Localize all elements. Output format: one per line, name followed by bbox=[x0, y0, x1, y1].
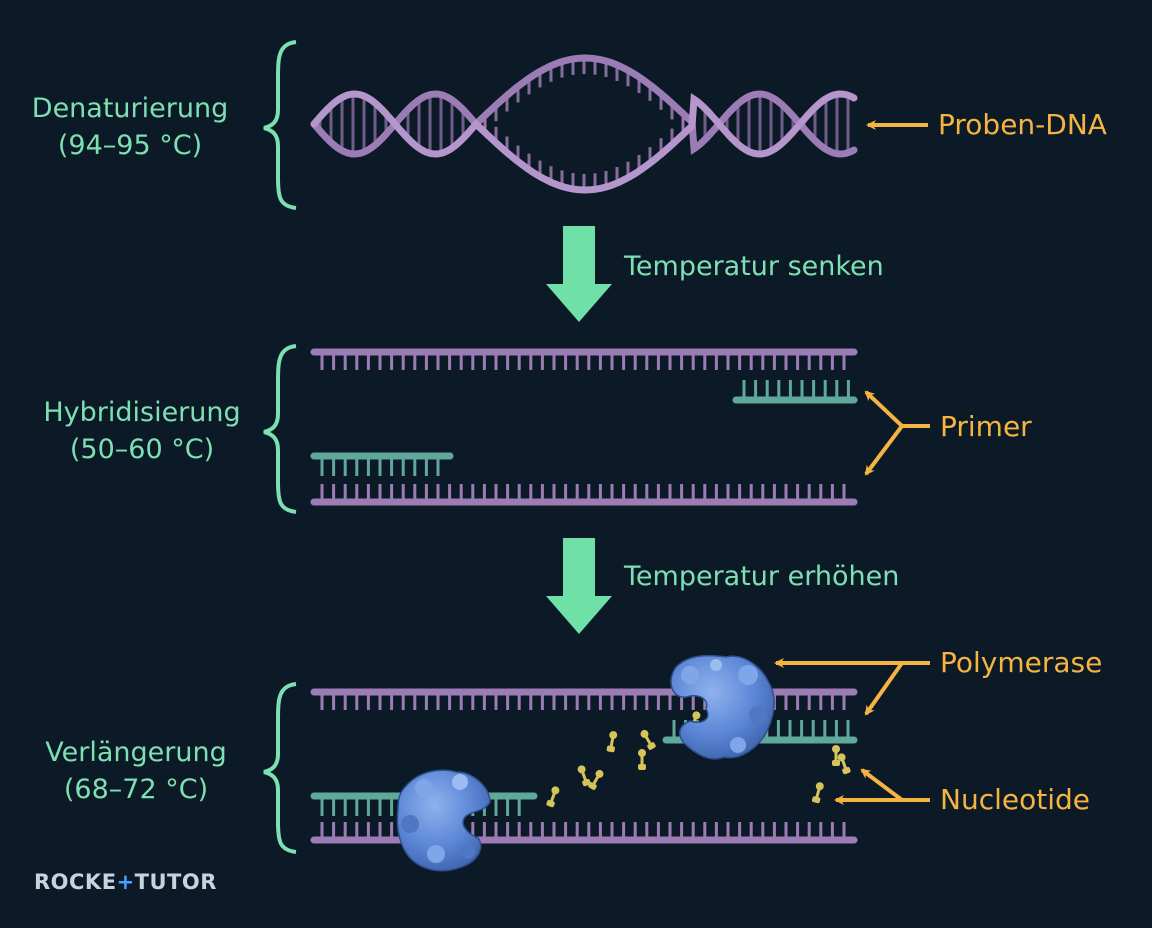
helix-strand-a bbox=[310, 54, 858, 158]
nucleotide bbox=[640, 729, 656, 750]
arrow-primer-lower bbox=[864, 424, 904, 476]
hybridization-strands bbox=[310, 348, 858, 506]
nucleotide bbox=[606, 731, 618, 753]
polymerase-upper bbox=[670, 654, 775, 760]
nucleotide bbox=[577, 765, 591, 787]
step-extension-name: Verlängerung bbox=[45, 737, 227, 768]
helix-strand-b bbox=[310, 90, 858, 194]
brace-hybridization bbox=[263, 344, 297, 514]
logo-plus: + bbox=[116, 870, 135, 894]
logo-left: ROCKE bbox=[34, 870, 117, 894]
arrow-polymerase-lower bbox=[864, 661, 904, 716]
step-denaturation-name: Denaturierung bbox=[31, 93, 229, 124]
step-extension-label: Verlängerung (68–72 °C) bbox=[16, 734, 256, 808]
step-extension-temp: (68–72 °C) bbox=[63, 774, 209, 805]
nucleotide bbox=[546, 786, 560, 808]
step-hybridization-temp: (50–60 °C) bbox=[69, 434, 215, 465]
down-arrow-2 bbox=[546, 538, 612, 634]
callout-polymerase: Polymerase bbox=[940, 646, 1103, 679]
step-denaturation-temp: (94–95 °C) bbox=[57, 130, 203, 161]
polymerase-lower bbox=[396, 769, 491, 872]
nucleotide bbox=[837, 753, 851, 775]
arrow-primer-upper bbox=[864, 390, 930, 428]
callout-nucleotide: Nucleotide bbox=[940, 783, 1090, 816]
logo-right: TUTOR bbox=[134, 870, 217, 894]
transition-lower-temperature: Temperatur senken bbox=[624, 251, 884, 282]
step-denaturation-label: Denaturierung (94–95 °C) bbox=[10, 90, 250, 164]
step-hybridization-name: Hybridisierung bbox=[43, 397, 241, 428]
nucleotide bbox=[588, 769, 604, 790]
brace-denaturation bbox=[263, 40, 297, 210]
callout-primer: Primer bbox=[940, 410, 1032, 443]
arrow-nucleotide-upper bbox=[860, 768, 930, 802]
transition-raise-temperature: Temperatur erhöhen bbox=[624, 561, 900, 592]
nucleotide bbox=[638, 749, 646, 770]
sample-dna-helix bbox=[310, 54, 858, 194]
nucleotide bbox=[811, 782, 824, 804]
brace-extension bbox=[263, 682, 297, 854]
down-arrow-1 bbox=[546, 226, 612, 322]
nucleotide bbox=[832, 745, 840, 766]
free-nucleotides bbox=[546, 711, 851, 808]
callout-sample-dna: Proben-DNA bbox=[938, 108, 1107, 141]
rockettutor-logo: ROCKE+TUTOR bbox=[34, 870, 217, 894]
step-hybridization-label: Hybridisierung (50–60 °C) bbox=[22, 394, 262, 468]
